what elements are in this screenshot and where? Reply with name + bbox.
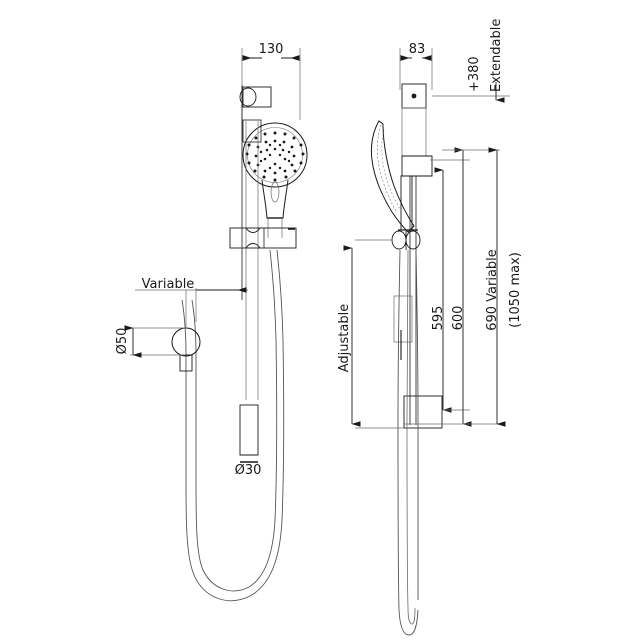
label-595: 595	[431, 306, 446, 331]
label-83: 83	[409, 42, 426, 57]
top-wall-bracket-side	[401, 83, 433, 177]
label-adjustable: Adjustable	[337, 304, 352, 372]
label-690-variable: 690 Variable	[485, 249, 500, 331]
hose-front	[181, 249, 285, 602]
hose-connector-side	[355, 229, 421, 250]
label-130: 130	[259, 42, 284, 57]
label-600: 600	[451, 306, 466, 331]
dimension-text-layer: 130 83 +380 Extendable 595 600 690 Varia…	[115, 19, 523, 478]
label-rail-dia: Ø30	[235, 463, 262, 478]
hose-side	[397, 249, 419, 636]
top-wall-bracket-front	[239, 85, 272, 300]
wall-outlet-front	[124, 290, 201, 372]
label-variable: Variable	[142, 277, 195, 292]
front-elevation-view	[124, 48, 308, 602]
dimension-extendable	[432, 82, 510, 103]
side-elevation-view	[343, 48, 510, 636]
slide-rail-front	[242, 119, 262, 400]
rail-bottom-cap-front	[239, 404, 259, 456]
label-1050-max: (1050 max)	[508, 252, 523, 328]
dimension-variable-front	[135, 287, 248, 322]
slide-rail-side	[409, 176, 417, 425]
dimension-83	[399, 48, 433, 90]
slider-bracket-front	[229, 227, 297, 249]
label-extend-increment: +380	[467, 56, 482, 92]
label-extendable: Extendable	[489, 19, 504, 92]
label-wall-outlet-dia: Ø50	[115, 328, 130, 355]
spray-nozzle-dots	[245, 131, 305, 182]
slider-bracket-side	[393, 295, 413, 360]
